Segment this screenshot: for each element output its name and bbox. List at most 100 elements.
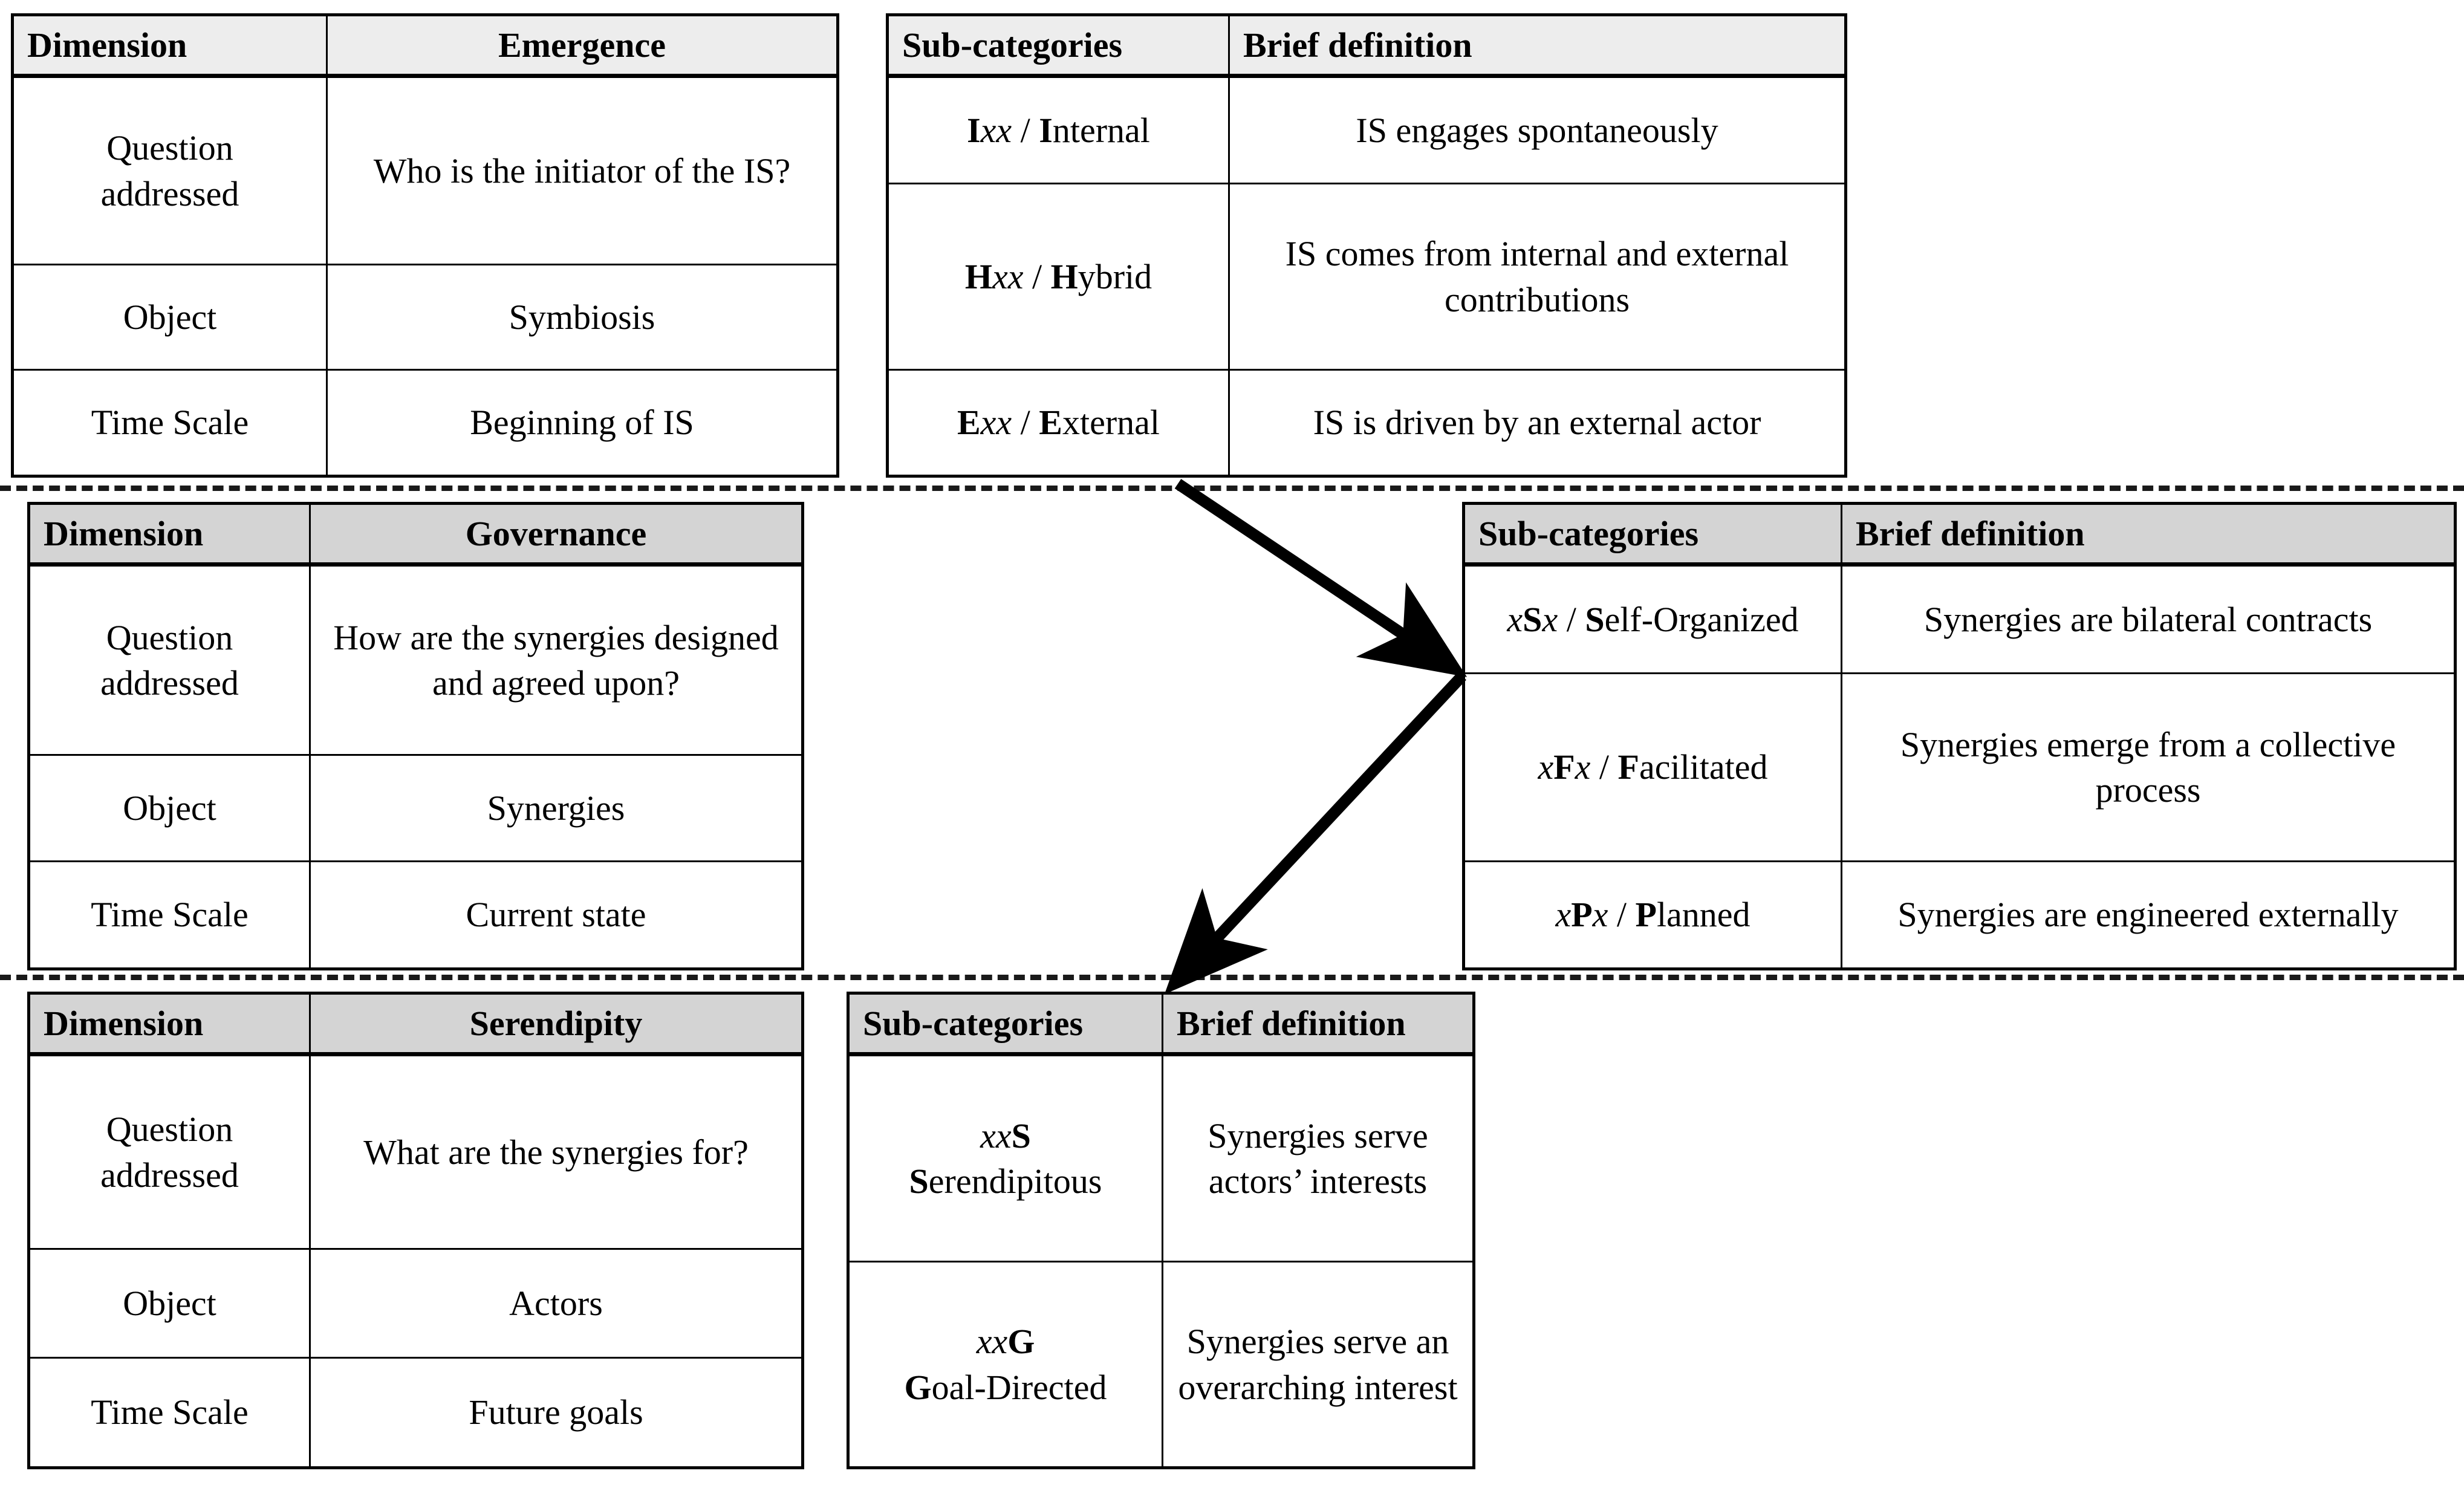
row-label-question-addressed: Question addressed [28, 1053, 311, 1250]
subcategory-definition: Synergies are bilateral contracts [1841, 564, 2456, 675]
code-separator: / [1558, 600, 1585, 640]
table-header-row: Dimension Serendipity [28, 992, 804, 1057]
name-rest: acilitated [1639, 747, 1768, 787]
subcategory-definition: IS comes from internal and external cont… [1228, 183, 1847, 371]
code-wildcard: xx [976, 1322, 1008, 1362]
name-rest: lanned [1656, 895, 1750, 935]
row-value-question-addressed: What are the synergies for? [309, 1053, 804, 1250]
code-wildcard-right: x [1542, 600, 1558, 640]
code-separator: / [1608, 895, 1636, 935]
subcategory-definition: Synergies serve an overarching interest [1162, 1261, 1475, 1469]
name-initial: F [1617, 747, 1639, 787]
code-letter: F [1553, 747, 1575, 787]
code-separator: / [1590, 747, 1618, 787]
code-separator: / [1012, 403, 1039, 443]
table-row: Exx / External IS is driven by an extern… [886, 368, 1847, 478]
table-row: Question addressed Who is the initiator … [11, 75, 839, 265]
subcategory-code-hybrid: Hxx / Hybrid [886, 183, 1230, 371]
name-initial: P [1635, 895, 1657, 935]
row-value-time-scale: Future goals [309, 1357, 804, 1469]
name-rest: elf-Organized [1604, 600, 1799, 640]
table-row: xPx / Planned Synergies are engineered e… [1463, 860, 2456, 970]
row-value-time-scale: Current state [309, 860, 804, 970]
table-header-row: Sub-categories Brief definition [886, 13, 1847, 79]
column-header-dimension: Dimension [28, 502, 311, 567]
row-value-object: Actors [309, 1248, 804, 1359]
name-rest: ybrid [1078, 256, 1152, 296]
column-header-dimension: Dimension [11, 13, 328, 79]
code-wildcard: xx [980, 403, 1012, 443]
subcategory-definition: IS engages spontaneously [1228, 75, 1847, 185]
column-header-brief-definition: Brief definition [1228, 13, 1847, 79]
code-wildcard: xx [980, 1116, 1012, 1155]
row-value-time-scale: Beginning of IS [326, 368, 839, 478]
band-separator-2 [0, 975, 2464, 980]
code-separator: / [1023, 256, 1051, 296]
name-initial: H [1050, 256, 1078, 296]
table-row: Time Scale Future goals [28, 1357, 804, 1469]
row-value-question-addressed: How are the synergies designed and agree… [309, 564, 804, 756]
subcategory-definition: Synergies emerge from a collective proce… [1841, 672, 2456, 863]
subcategory-code-self-organized: xSx / Self-Organized [1463, 564, 1842, 675]
table-row: Time Scale Current state [28, 860, 804, 970]
emergence-dimension-table: Dimension Emergence Question addressed W… [11, 13, 839, 478]
column-header-emergence: Emergence [326, 13, 839, 79]
name-rest: erendipitous [928, 1162, 1102, 1201]
subcategory-definition: Synergies serve actors’ interests [1162, 1053, 1475, 1263]
code-wildcard-left: x [1507, 600, 1523, 640]
code-wildcard-left: x [1555, 895, 1572, 935]
column-header-dimension: Dimension [28, 992, 311, 1057]
table-row: Ixx / Internal IS engages spontaneously [886, 75, 1847, 185]
name-initial: E [1039, 403, 1062, 443]
code-wildcard: xx [992, 256, 1024, 296]
table-row: xSx / Self-Organized Synergies are bilat… [1463, 564, 2456, 675]
row-label-object: Object [28, 1248, 311, 1359]
column-header-sub-categories: Sub-categories [847, 992, 1163, 1057]
subcategory-code-planned: xPx / Planned [1463, 860, 1842, 970]
row-label-time-scale: Time Scale [11, 368, 328, 478]
table-row: Question addressed How are the synergies… [28, 564, 804, 756]
code-wildcard-right: x [1592, 895, 1608, 935]
governance-subcategories-table: Sub-categories Brief definition xSx / Se… [1462, 502, 2457, 970]
code-prefix: I [967, 111, 981, 151]
subcategory-definition: IS is driven by an external actor [1228, 368, 1847, 478]
table-row: Object Synergies [28, 753, 804, 863]
table-header-row: Sub-categories Brief definition [847, 992, 1475, 1057]
row-value-question-addressed: Who is the initiator of the IS? [326, 75, 839, 265]
code-letter: S [1011, 1116, 1031, 1155]
table-row: Hxx / Hybrid IS comes from internal and … [886, 183, 1847, 371]
table-row: xFx / Facilitated Synergies emerge from … [1463, 672, 2456, 863]
column-header-governance: Governance [309, 502, 804, 567]
code-wildcard-right: x [1575, 747, 1591, 787]
row-label-time-scale: Time Scale [28, 1357, 311, 1469]
row-label-time-scale: Time Scale [28, 860, 311, 970]
serendipity-dimension-table: Dimension Serendipity Question addressed… [27, 992, 804, 1469]
row-label-question-addressed: Question addressed [28, 564, 311, 756]
name-initial: S [1585, 600, 1605, 640]
arrow-emergence-to-governance [1174, 479, 1468, 677]
name-initial: G [904, 1367, 932, 1407]
name-initial: S [909, 1162, 929, 1201]
name-rest: oal-Directed [931, 1367, 1107, 1407]
code-letter: G [1007, 1322, 1035, 1362]
column-header-serendipity: Serendipity [309, 992, 804, 1057]
row-label-question-addressed: Question addressed [11, 75, 328, 265]
subcategory-code-internal: Ixx / Internal [886, 75, 1230, 185]
table-header-row: Dimension Emergence [11, 13, 839, 79]
column-header-sub-categories: Sub-categories [1463, 502, 1842, 567]
table-header-row: Dimension Governance [28, 502, 804, 567]
code-prefix: H [964, 256, 992, 296]
table-row: Object Symbiosis [11, 263, 839, 371]
row-label-object: Object [28, 753, 311, 863]
table-row: Time Scale Beginning of IS [11, 368, 839, 478]
code-letter: P [1571, 895, 1593, 935]
emergence-subcategories-table: Sub-categories Brief definition Ixx / In… [886, 13, 1847, 478]
row-value-object: Symbiosis [326, 263, 839, 371]
code-separator: / [1012, 111, 1039, 151]
table-row: Object Actors [28, 1248, 804, 1359]
row-label-object: Object [11, 263, 328, 371]
